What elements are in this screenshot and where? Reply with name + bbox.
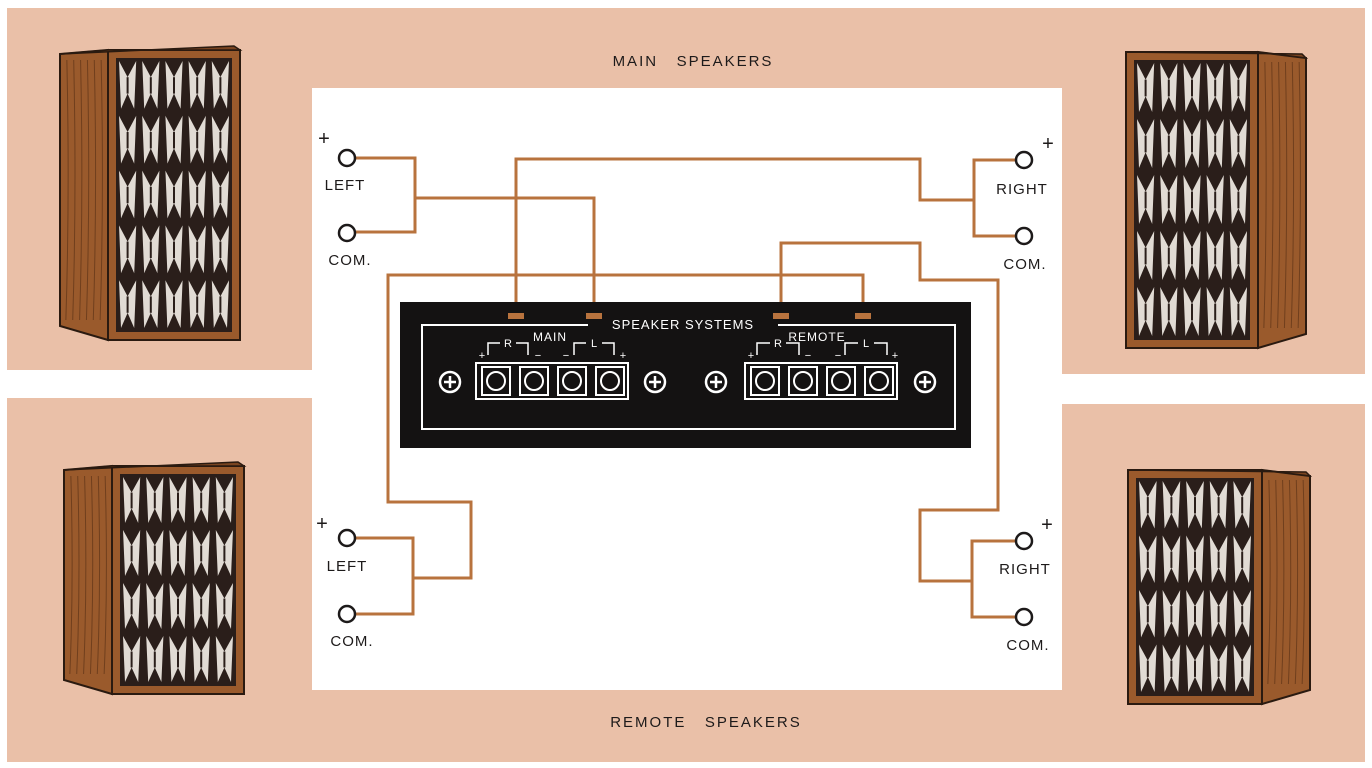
terminals-remote-left: + LEFT COM. [316,513,373,650]
terminal-remote-left-com [337,604,357,624]
screw-3-icon [704,370,728,394]
remote-r-minus: − [805,350,811,362]
main-group-label: MAIN [533,330,567,344]
main-right-label: RIGHT [996,181,1048,198]
remote-group-label: REMOTE [788,330,845,344]
terminal-screw-icon [481,366,511,396]
terminal-screw-icon [826,366,856,396]
terminal-main-right-plus [1014,150,1034,170]
mounting-screws [438,370,937,394]
wire-remote-left-to-panel [386,273,865,580]
terminals-main-left: + LEFT COM. [318,128,371,269]
main-group-gap [530,331,570,343]
main-l-plus: + [620,350,626,362]
screw-1-icon [438,370,462,394]
remote-r-plus: + [748,350,754,362]
terminal-screw-icon [595,366,625,396]
remote-group-gap [788,331,846,343]
panel-title-gap [588,318,778,332]
wire-remote-right-bracket [970,539,1015,619]
remote-r-gap [770,336,786,348]
remote-l-plus: + [892,350,898,362]
wire-remote-left-bracket [356,536,415,616]
wires [356,156,1015,619]
speaker-systems-panel: SPEAKER SYSTEMS MAIN R L + − − + REMOTE … [400,302,971,448]
screw-4-icon [913,370,937,394]
main-l-label: L [591,338,597,350]
main-r-plus: + [479,350,485,362]
remote-l-label: L [863,338,869,350]
main-left-label: LEFT [325,177,366,194]
wire-main-right-to-panel [514,157,974,315]
terminal-remote-right-plus [1014,531,1034,551]
wire-main-left-bracket [356,156,417,234]
main-r-gap [500,336,516,348]
remote-right-com-label: COM. [1006,637,1049,654]
remote-l-gap [858,336,874,348]
wire-tab-remote-l [855,313,871,319]
main-left-com-label: COM. [328,252,371,269]
main-right-plus-sign: + [1042,133,1054,155]
wire-tab-remote-r [773,313,789,319]
main-terminal-block [475,362,629,400]
main-right-com-label: COM. [1003,256,1046,273]
terminal-remote-right-com [1014,607,1034,627]
wire-remote-right-to-panel-a [779,241,1000,583]
remote-right-label: RIGHT [999,561,1051,578]
terminals-remote-right: + RIGHT COM. [999,514,1053,654]
main-l-minus: − [563,350,569,362]
terminal-remote-left-plus [337,528,357,548]
main-left-plus-sign: + [318,128,330,150]
wire-tab-main-r [508,313,524,319]
terminal-screw-icon [750,366,780,396]
screw-terminals [481,366,894,396]
remote-left-label: LEFT [327,558,368,575]
main-l-gap [586,336,602,348]
speaker-main-left-icon [59,45,243,342]
remote-left-com-label: COM. [330,633,373,650]
speaker-remote-left-icon [63,461,247,696]
remote-right-plus-sign: + [1041,514,1053,536]
terminal-main-left-com [337,223,357,243]
terminal-main-left-plus [337,148,357,168]
terminal-main-right-com [1014,226,1034,246]
terminal-screw-icon [788,366,818,396]
main-r-label: R [504,338,512,350]
speaker-remote-right-icon [1127,468,1313,706]
main-r-minus: − [535,350,541,362]
terminal-screw-icon [864,366,894,396]
panel-title: SPEAKER SYSTEMS [612,317,754,332]
speakers [59,45,1313,706]
remote-terminal-block [744,362,898,400]
main-speakers-title: MAIN SPEAKERS [613,53,774,70]
terminal-screw-icon [557,366,587,396]
terminal-screw-icon [519,366,549,396]
wire-tab-main-l [586,313,602,319]
wire-main-right-bracket [972,158,1015,238]
screw-2-icon [643,370,667,394]
speaker-main-right-icon [1125,50,1309,350]
remote-left-plus-sign: + [316,513,328,535]
remote-r-label: R [774,338,782,350]
terminals-main-right: + RIGHT COM. [996,133,1054,273]
remote-l-minus: − [835,350,841,362]
remote-speakers-title: REMOTE SPEAKERS [610,714,802,731]
